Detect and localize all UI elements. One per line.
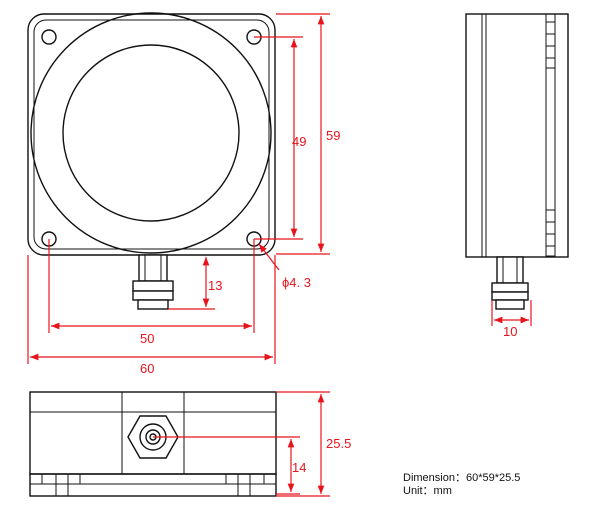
side-view [465, 13, 569, 310]
dimension-connector-height-label: 14 [292, 460, 306, 475]
dimension-hole-spacing-horizontal: 50 [48, 239, 255, 346]
dimension-hole-spacing-vertical: 49 [254, 36, 306, 240]
front-housing-inner-outline [33, 19, 270, 250]
sensing-face-inner [62, 44, 240, 222]
dimension-connector-width-label: 10 [503, 324, 517, 339]
dimension-width: 60 [27, 255, 276, 376]
dimension-hole-diameter: ϕ4. 3 [258, 243, 311, 290]
bottom-mounting-foot [29, 473, 277, 497]
dimension-height-label: 59 [326, 128, 340, 143]
dimension-hole-diameter-label: ϕ4. 3 [282, 275, 311, 290]
bottom-view [29, 391, 277, 497]
side-clip-bottom [545, 209, 556, 257]
dimension-connector-offset-label: 13 [208, 278, 222, 293]
dimension-connector-width: 10 [491, 300, 532, 339]
dimension-width-label: 60 [140, 361, 154, 376]
note-unit: Unit：mm [403, 485, 452, 497]
dimension-connector-height: 14 [153, 436, 306, 495]
side-clip-top [545, 21, 556, 69]
side-housing-outline [465, 13, 569, 258]
side-cable-connector [491, 256, 529, 310]
mounting-hole-top-left [41, 29, 57, 45]
dimension-connector-offset: 13 [168, 257, 222, 310]
dimension-depth: 25.5 [276, 391, 351, 497]
note-dimension: Dimension：60*59*25.5 [403, 472, 520, 484]
dimension-height: 59 [276, 13, 340, 255]
dimension-hole-spacing-vertical-label: 49 [292, 134, 306, 149]
sensing-face-outer [30, 12, 272, 254]
dimension-hole-spacing-horizontal-label: 50 [140, 331, 154, 346]
dimension-depth-label: 25.5 [326, 436, 351, 451]
front-cable-connector [132, 254, 174, 310]
front-view [27, 12, 276, 310]
